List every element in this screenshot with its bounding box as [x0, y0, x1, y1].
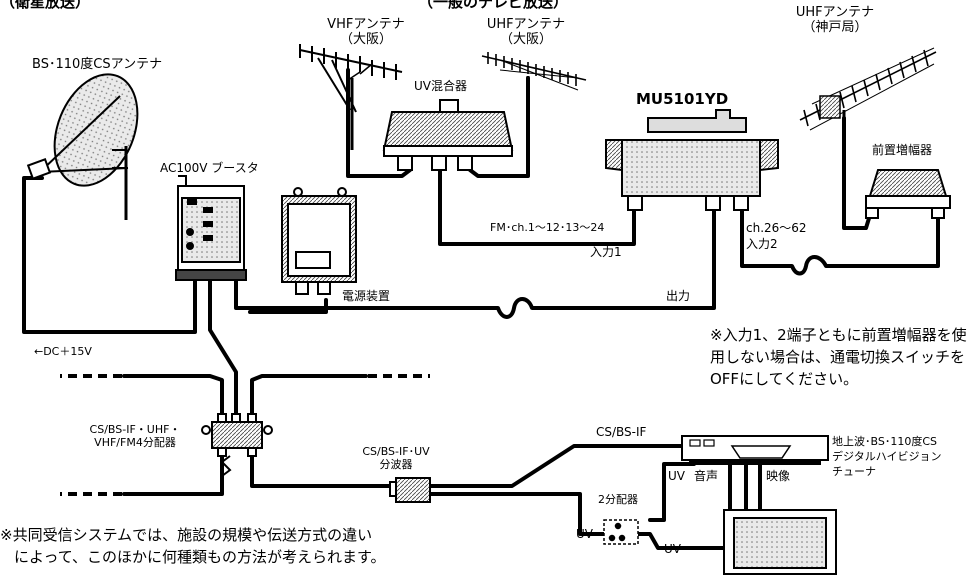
- label-uhf-osaka-place: （大阪）: [499, 31, 552, 47]
- label-tuner-line1: 地上波･BS･110度CS: [832, 435, 937, 448]
- cable-splitter4-out-upper-right: [250, 374, 368, 420]
- cable-separator-to-tuner: [428, 444, 684, 488]
- label-splitter4-line1: CS/BS-IF・UHF・: [89, 423, 181, 436]
- label-uhf-antenna-kobe: UHFアンテナ （神戸局）: [780, 5, 890, 36]
- label-output: 出力: [666, 289, 691, 303]
- preamplifier-device: [865, 169, 951, 219]
- footer-note-line2: によって、このほかに何種類もの方法が考えられます。: [14, 548, 386, 566]
- cable-wave-markers: [220, 455, 232, 477]
- cable-mixer-to-input1: [438, 168, 636, 246]
- label-uv-tv: UV: [664, 542, 681, 556]
- booster-device: [175, 175, 247, 281]
- cables: [22, 68, 940, 550]
- label-uv-left: UV: [576, 527, 593, 541]
- cable-splitter4-out-lower-left: [122, 450, 224, 496]
- note-inputs: ※入力1、2端子ともに前置増幅器を使用しない場合は、通電切換スイッチをOFFにし…: [710, 326, 967, 388]
- label-cs-bs-if: CS/BS-IF: [596, 425, 647, 439]
- uhf-antenna-osaka: [481, 52, 587, 150]
- continuation-lines: [60, 374, 430, 496]
- label-vhf-antenna-place: （大阪）: [339, 31, 392, 47]
- cable-splitter4-out-upper-left: [122, 374, 224, 420]
- power-supply-device: [281, 187, 357, 295]
- cable-power-supply: [248, 298, 328, 314]
- cable-separator-to-splitter2: [428, 492, 606, 536]
- splitter2-device: [603, 519, 639, 545]
- label-uhf-kobe-name: UHFアンテナ: [795, 5, 875, 20]
- uhf-antenna-kobe: [799, 47, 937, 190]
- dish-lnb: [26, 158, 52, 180]
- dish-reflector: [53, 73, 139, 187]
- label-uv-tuner: UV: [668, 469, 685, 483]
- splitter4-device: [201, 413, 273, 457]
- footer-note-line1: ※共同受信システムでは、施設の規模や伝送方式の違い: [0, 526, 373, 544]
- label-uhf-osaka-name: UHFアンテナ: [486, 17, 566, 32]
- heading-satellite: （衛星放送）: [0, 0, 91, 11]
- cable-vhf-to-mixer: [346, 68, 412, 178]
- heading-terrestrial: （一般のテレビ放送）: [418, 0, 569, 11]
- label-preamp: 前置増幅器: [872, 143, 933, 157]
- label-tuner-line3: チューナ: [832, 465, 876, 478]
- cable-output-to-booster: [234, 208, 716, 319]
- label-tuner-line2: デジタルハイビジョン: [832, 450, 942, 463]
- cable-preamp-to-input2: [740, 208, 940, 276]
- label-uv-mixer: UV混合器: [414, 79, 467, 93]
- label-separator-line1: CS/BS-IF･UV: [362, 445, 430, 458]
- label-splitter2: 2分配器: [598, 493, 638, 506]
- label-fm-channels: FM･ch.1〜12･13〜24: [490, 221, 605, 234]
- label-input1: 入力1: [590, 245, 622, 259]
- label-tuner: 地上波･BS･110度CS デジタルハイビジョン チューナ: [832, 434, 942, 479]
- tv-device: [723, 509, 837, 575]
- dish-arm: [39, 95, 121, 173]
- label-power-supply: 電源装置: [342, 289, 391, 303]
- vhf-antenna-osaka: [299, 44, 403, 150]
- label-splitter4-line2: VHF/FM4分配器: [94, 435, 176, 449]
- dish-mount: [112, 149, 126, 169]
- cable-booster-to-splitter4: [208, 278, 238, 420]
- label-input2: 入力2: [746, 237, 778, 251]
- bs-cs-dish-antenna: [26, 73, 139, 220]
- label-uhf-channels: ch.26〜62: [746, 221, 807, 235]
- uv-mixer-device: [382, 99, 514, 171]
- cable-splitter4-to-separator: [250, 450, 398, 488]
- tuner-device: [681, 435, 829, 465]
- label-vhf-antenna: VHFアンテナ （大阪）: [316, 17, 416, 48]
- label-uhf-kobe-place: （神戸局）: [802, 19, 868, 35]
- mu5101yd-device: [605, 109, 779, 211]
- label-audio: 音声: [694, 469, 719, 483]
- cable-dish-to-booster: [22, 176, 197, 334]
- label-bs-cs-antenna: BS･110度CSアンテナ: [32, 57, 163, 72]
- label-uhf-antenna-osaka: UHFアンテナ （大阪）: [476, 17, 576, 48]
- separator-device: [389, 477, 431, 503]
- cable-splitter2-to-tv: [628, 532, 726, 550]
- label-model: MU5101YD: [636, 90, 729, 108]
- label-dc: ←DC＋15V: [34, 345, 92, 358]
- label-separator-line2: 分波器: [379, 457, 413, 471]
- label-booster: AC100V ブースタ: [160, 161, 259, 175]
- label-splitter4: CS/BS-IF・UHF・ VHF/FM4分配器: [60, 423, 210, 449]
- label-separator: CS/BS-IF･UV 分波器: [336, 445, 456, 471]
- cable-splitter2-to-tuner: [648, 462, 696, 522]
- label-vhf-antenna-name: VHFアンテナ: [327, 17, 405, 32]
- label-video: 映像: [766, 469, 791, 483]
